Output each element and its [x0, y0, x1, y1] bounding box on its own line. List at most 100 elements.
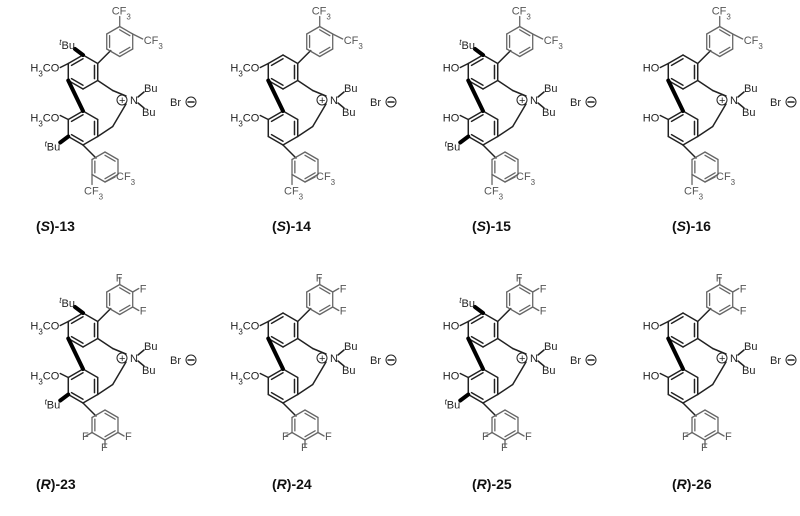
- aryl-link-upper: [296, 49, 312, 65]
- aryl-lower-ring-double: [704, 412, 716, 420]
- oxy-label-upper: H3CO: [230, 321, 259, 337]
- oxy-label-lower: H3CO: [230, 371, 259, 387]
- aryl-lower-ring: [291, 173, 306, 183]
- compound-label: (R)-25: [472, 476, 512, 492]
- core-upper-ring-double: [70, 335, 84, 345]
- aryl-lower-ring-double: [504, 154, 516, 162]
- aryl-lower-ring: [704, 409, 719, 419]
- ch2-n-lower: [111, 103, 127, 128]
- aryl-upper-f-label: F: [140, 284, 147, 296]
- negative-charge-icon: [785, 354, 797, 366]
- aryl-upper-ring: [306, 306, 321, 316]
- core-lower-ring-double: [270, 391, 284, 401]
- n-bu-bond: [537, 360, 545, 367]
- ch2-lower: [96, 383, 114, 396]
- core-lower-ring-double: [670, 391, 684, 401]
- aryl-link-upper: [96, 49, 112, 65]
- aryl-upper-ring-double: [519, 29, 531, 37]
- tbu-label-lower: tBu: [445, 397, 461, 412]
- compound-label: (S)-13: [36, 218, 75, 234]
- positive-charge-icon: [116, 352, 128, 364]
- aryl-upper-f-label: F: [540, 306, 547, 318]
- o-bond-upper: [259, 62, 270, 69]
- butyl-label-2: Bu: [742, 107, 755, 119]
- aryl-lower-f-bond: [685, 431, 693, 437]
- aryl-upper-cf3-bond: [332, 33, 344, 40]
- aryl-lower-cf3-bond: [104, 176, 116, 183]
- butyl-label-2: Bu: [742, 365, 755, 377]
- aryl-upper-f-bond: [732, 306, 740, 312]
- n-bu-bond: [337, 91, 345, 98]
- biaryl-axis: [266, 336, 285, 371]
- aryl-lower-ring: [291, 431, 306, 441]
- ch2-n-lower: [311, 361, 327, 386]
- butyl-label-2: Bu: [342, 107, 355, 119]
- ch2-n-lower: [311, 103, 327, 128]
- aryl-upper-f-bond: [132, 306, 140, 312]
- negative-charge-icon: [185, 96, 197, 108]
- aryl-upper-ring: [106, 306, 121, 316]
- aryl-upper-f-bond: [532, 287, 540, 293]
- o-bond-upper: [59, 62, 70, 69]
- biaryl-axis: [66, 336, 85, 371]
- ch2-upper: [96, 79, 114, 92]
- biaryl-axis: [666, 336, 685, 371]
- butyl-label-1: Bu: [544, 341, 557, 353]
- core-upper-ring-double: [70, 315, 84, 325]
- compound-label: (R)-24: [272, 476, 312, 492]
- negative-charge-icon: [185, 354, 197, 366]
- core-lower-ring-double: [470, 391, 484, 401]
- positive-charge-icon: [516, 94, 528, 106]
- aryl-link-lower: [82, 144, 97, 159]
- aryl-upper-ring: [506, 25, 521, 35]
- core-lower-ring: [667, 110, 684, 121]
- core-lower-ring: [667, 393, 684, 404]
- core-lower-ring: [282, 110, 299, 121]
- aryl-lower-ring-double: [104, 172, 116, 180]
- biaryl-axis: [466, 78, 485, 113]
- aryl-lower-ring-double: [304, 172, 316, 180]
- compound-label: (S)-14: [272, 218, 311, 234]
- aryl-lower-ring: [291, 409, 306, 419]
- tbu-label-lower: tBu: [45, 397, 61, 412]
- aryl-upper-ring-double: [319, 304, 331, 312]
- bromide-label: Br: [170, 97, 181, 109]
- o-bond-upper: [459, 62, 470, 69]
- core-lower-ring: [267, 393, 284, 404]
- core-upper-ring-double: [470, 315, 484, 325]
- aryl-lower-ring-double: [504, 430, 516, 438]
- n-bu-bond: [137, 360, 145, 367]
- n-bu-bond: [337, 102, 345, 109]
- aryl-link-lower: [282, 144, 297, 159]
- aryl-upper-f-label: F: [340, 284, 347, 296]
- oxy-label-upper: H3CO: [230, 63, 259, 79]
- compound-label: (S)-15: [472, 218, 511, 234]
- core-lower-ring-double: [70, 371, 84, 381]
- core-lower-ring-double: [470, 133, 484, 143]
- aryl-upper-ring: [719, 283, 734, 293]
- aryl-lower-ring-double: [704, 172, 716, 180]
- bromide-label: Br: [770, 97, 781, 109]
- core-lower-ring: [267, 368, 284, 379]
- aryl-lower-cf3-label: CF3: [716, 171, 736, 187]
- aryl-lower-ring-double: [104, 412, 116, 420]
- ch2-upper: [696, 337, 714, 350]
- aryl-upper-cf3-label: CF3: [112, 6, 132, 22]
- core-lower-ring: [467, 135, 484, 146]
- aryl-lower-ring-double: [304, 430, 316, 438]
- tbu-bond-upper: [473, 47, 485, 57]
- butyl-label-2: Bu: [342, 365, 355, 377]
- aryl-lower-ring: [91, 151, 106, 161]
- positive-charge-icon: [516, 352, 528, 364]
- positive-charge-icon: [316, 352, 328, 364]
- aryl-lower-cf3-label: CF3: [84, 186, 104, 202]
- aryl-upper-ring: [119, 48, 134, 58]
- nitrogen-label: N: [730, 353, 738, 365]
- aryl-lower-f-label: F: [482, 431, 489, 443]
- o-bond-lower: [259, 114, 270, 121]
- aryl-upper-cf3-bond: [732, 33, 744, 40]
- positive-charge-sign: +: [119, 95, 125, 107]
